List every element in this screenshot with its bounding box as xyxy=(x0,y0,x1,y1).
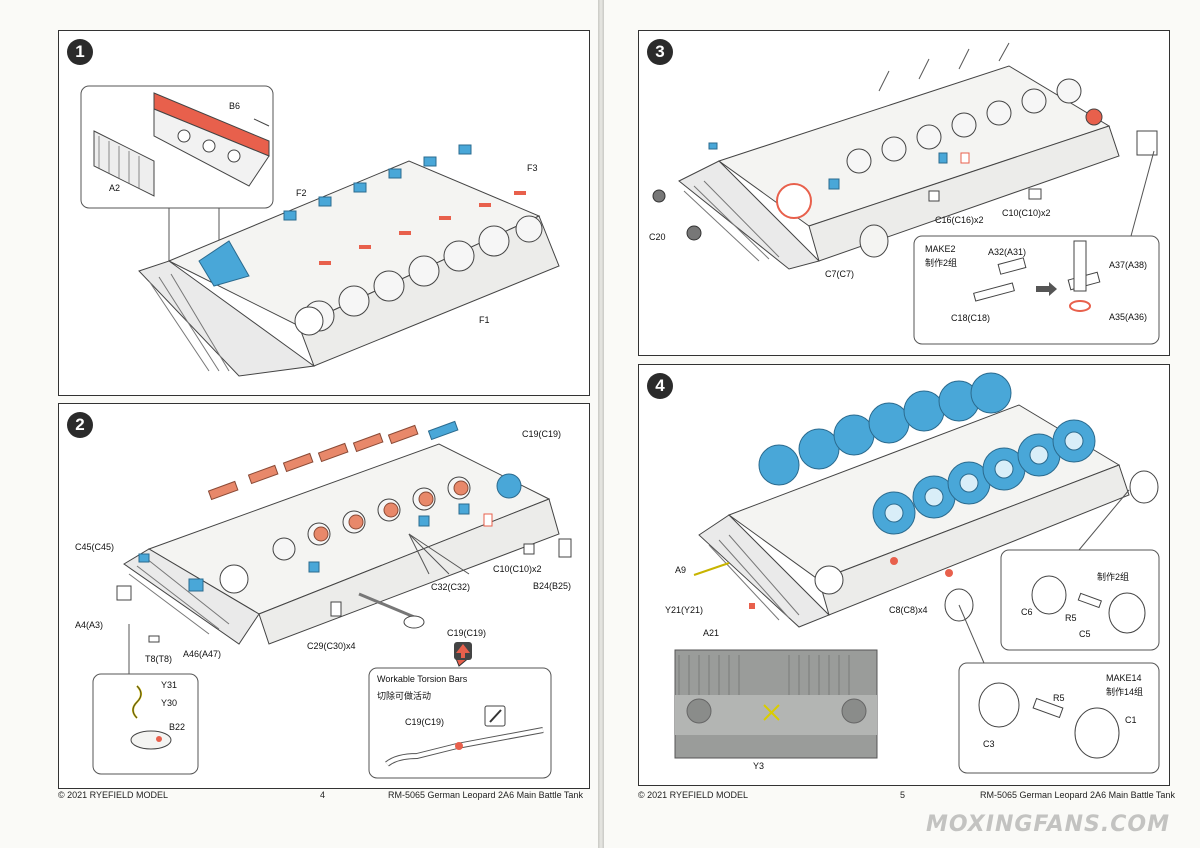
part-label-R5-make14: R5 xyxy=(1053,693,1065,703)
part-label-A32: A32(A31) xyxy=(988,247,1027,257)
watermark-logo: MOXINGFANS.COM xyxy=(925,812,1170,837)
footer-title-left: RM-5065 German Leopard 2A6 Main Battle T… xyxy=(388,790,583,800)
step-number: 4 xyxy=(647,373,673,399)
make2-title: MAKE2 xyxy=(925,244,956,254)
footer-title-right: RM-5065 German Leopard 2A6 Main Battle T… xyxy=(980,790,1175,800)
part-label-A35: A35(A36) xyxy=(1109,312,1148,322)
footer-copyright-right: © 2021 RYEFIELD MODEL xyxy=(638,790,749,800)
step-3-illustration xyxy=(652,42,1160,345)
part-label-C29: C29(C30)x4 xyxy=(307,641,356,651)
part-label-C19-bottom: C19(C19) xyxy=(447,628,487,638)
torsion-title: Workable Torsion Bars xyxy=(377,674,468,684)
step-4-illustration xyxy=(674,372,1160,774)
part-label-A4: A4(A3) xyxy=(75,620,104,630)
part-label-C6: C6 xyxy=(1021,607,1033,617)
part-label-C3: C3 xyxy=(983,739,995,749)
torsion-part-label: C19(C19) xyxy=(405,717,445,727)
make2-subtitle: 制作2组 xyxy=(1097,572,1130,582)
step-number: 3 xyxy=(647,39,673,65)
part-label-A21: A21 xyxy=(703,628,720,638)
step-1-panel: 1 B6 A2 F2 F3 F1 xyxy=(58,30,590,396)
footer-copyright-left: © 2021 RYEFIELD MODEL xyxy=(58,790,169,800)
part-label-R5-make2: R5 xyxy=(1065,613,1077,623)
page-gutter xyxy=(598,0,604,848)
part-label-A2: A2 xyxy=(109,183,121,193)
part-label-F3: F3 xyxy=(527,163,538,173)
part-label-B22: B22 xyxy=(169,722,186,732)
part-label-C8: C8(C8)x4 xyxy=(889,605,928,615)
step-2-illustration xyxy=(92,420,572,779)
step-number: 2 xyxy=(67,412,93,438)
footer-page-number-right: 5 xyxy=(900,790,906,800)
part-label-A46: A46(A47) xyxy=(183,649,222,659)
part-label-Y30: Y30 xyxy=(161,698,178,708)
part-label-C16: C16(C16)x2 xyxy=(935,215,984,225)
step-1-illustration xyxy=(80,85,560,377)
torsion-subtitle: 切除可做活动 xyxy=(377,691,432,701)
part-label-C18: C18(C18) xyxy=(951,313,991,323)
step-2-panel: 2 xyxy=(58,403,590,789)
make14-title: MAKE14 xyxy=(1106,673,1142,683)
part-label-Y31: Y31 xyxy=(161,680,178,690)
part-label-A9: A9 xyxy=(675,565,687,575)
part-label-Y3: Y3 xyxy=(753,761,765,771)
part-label-B6: B6 xyxy=(229,101,241,111)
part-label-C19-top: C19(C19) xyxy=(522,429,562,439)
part-label-Y21: Y21(Y21) xyxy=(665,605,704,615)
part-label-C45: C45(C45) xyxy=(75,542,115,552)
part-label-C10: C10(C10)x2 xyxy=(493,564,542,574)
part-label-F1: F1 xyxy=(479,315,490,325)
part-label-C1: C1 xyxy=(1125,715,1137,725)
part-label-C20: C20 xyxy=(649,232,666,242)
make14-subtitle: 制作14组 xyxy=(1106,687,1144,697)
make2-subtitle: 制作2组 xyxy=(925,258,958,268)
step-4-panel: 4 A9 Y21(Y21) A21 xyxy=(638,364,1170,786)
part-label-F2: F2 xyxy=(296,188,307,198)
part-label-C32: C32(C32) xyxy=(431,582,471,592)
part-label-C5: C5 xyxy=(1079,629,1091,639)
step-3-panel: 3 C16(C16)x2 C10(C10)x2 C20 C7(C7) MAKE2… xyxy=(638,30,1170,356)
part-label-C10: C10(C10)x2 xyxy=(1002,208,1051,218)
step-number: 1 xyxy=(67,39,93,65)
footer-page-number-left: 4 xyxy=(320,790,326,800)
part-label-A37: A37(A38) xyxy=(1109,260,1148,270)
part-label-B24: B24(B25) xyxy=(533,581,572,591)
part-label-T8: T8(T8) xyxy=(145,654,172,664)
part-label-C7: C7(C7) xyxy=(825,269,855,279)
